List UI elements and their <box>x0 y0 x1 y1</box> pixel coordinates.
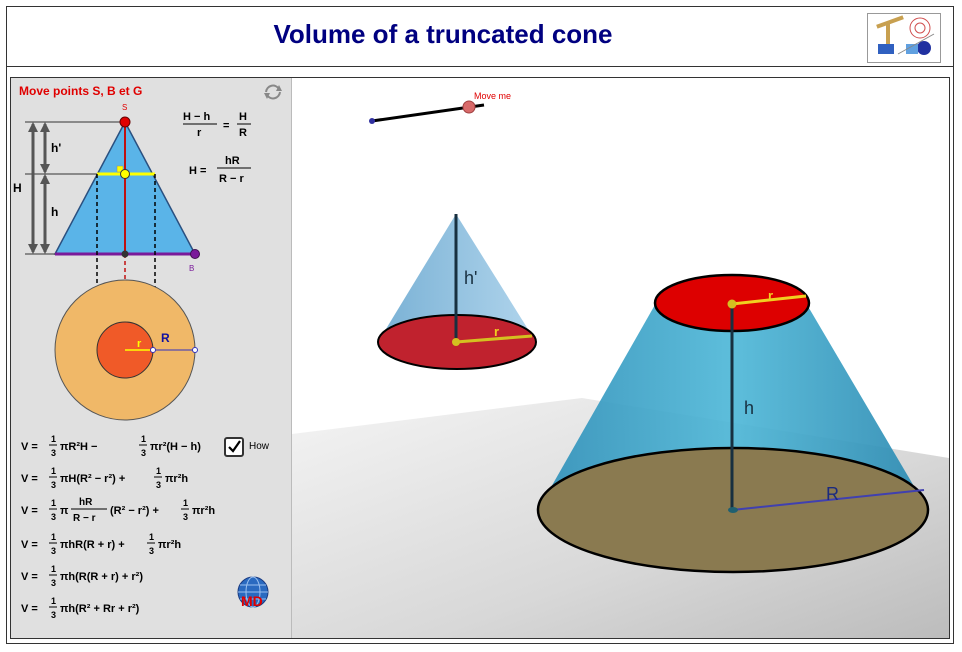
svg-text:hR: hR <box>79 497 93 508</box>
small-cone-3d: h' r <box>377 214 537 370</box>
svg-text:π: π <box>60 505 69 517</box>
geogebra-applet[interactable]: Move points S, B et G <box>10 77 950 639</box>
svg-text:3: 3 <box>156 480 161 490</box>
title-bar: Volume of a truncated cone <box>7 7 953 67</box>
small-cone-radius-label: r <box>494 324 499 339</box>
slider-handle[interactable] <box>462 100 476 114</box>
how-checkbox-label: How <box>249 441 270 452</box>
svg-text:V =: V = <box>21 441 38 453</box>
formula-H: H = hR R − r <box>189 155 251 185</box>
small-cone-height-label: h' <box>464 268 477 288</box>
volume-line-6: V = 1 3 πh(R² + Rr + r²) <box>21 596 140 620</box>
svg-text:1: 1 <box>51 532 56 542</box>
label-hprime-2d: h' <box>51 141 61 155</box>
volume-line-5: V = 1 3 πh(R(R + r) + r²) <box>21 564 143 588</box>
svg-text:πr²h: πr²h <box>165 473 188 485</box>
volume-line-1: V = 1 3 πR²H − 1 3 πr²(H − h) <box>21 434 201 458</box>
svg-text:3: 3 <box>51 546 56 556</box>
svg-text:H − h: H − h <box>183 111 210 123</box>
svg-text:V =: V = <box>21 473 38 485</box>
point-G[interactable] <box>120 169 130 179</box>
page-title: Volume of a truncated cone <box>273 19 613 49</box>
svg-text:3: 3 <box>149 546 154 556</box>
svg-text:1: 1 <box>156 466 161 476</box>
svg-text:R − r: R − r <box>73 513 96 524</box>
svg-text:R: R <box>239 127 247 139</box>
svg-text:V =: V = <box>21 505 38 517</box>
volume-line-2: V = 1 3 πH(R² − r²) + 1 3 πr²h <box>21 466 188 490</box>
svg-text:(R² − r²) +: (R² − r²) + <box>110 505 159 517</box>
svg-text:1: 1 <box>149 532 154 542</box>
svg-text:1: 1 <box>51 498 56 508</box>
point-S[interactable] <box>119 116 131 128</box>
svg-text:V =: V = <box>21 603 38 615</box>
globe-logo-icon: MD <box>237 576 269 609</box>
frustum-height-label: h <box>744 398 754 418</box>
svg-text:3: 3 <box>183 512 188 522</box>
svg-text:hR: hR <box>225 155 240 167</box>
svg-text:πR²H −: πR²H − <box>60 441 97 453</box>
frustum-3d: h r R <box>536 273 930 574</box>
volume-formulas: V = 1 3 πR²H − 1 3 πr²(H − h) V = 1 <box>21 434 215 620</box>
svg-text:πr²h: πr²h <box>158 539 181 551</box>
instruction-text: Move points S, B et G <box>19 84 143 98</box>
page-frame: Volume of a truncated cone Move points S… <box>6 6 954 644</box>
svg-text:R − r: R − r <box>219 173 244 185</box>
svg-text:H =: H = <box>189 165 206 177</box>
graphics-2d-panel[interactable]: Move points S, B et G <box>11 78 292 638</box>
svg-text:r: r <box>197 127 202 139</box>
svg-text:1: 1 <box>183 498 188 508</box>
frustum-base-radius-label: R <box>826 484 839 504</box>
label-B: B <box>189 264 194 273</box>
refresh-icon[interactable] <box>264 84 282 100</box>
tools-logo-icon <box>867 13 941 63</box>
svg-text:1: 1 <box>51 434 56 444</box>
svg-text:1: 1 <box>51 564 56 574</box>
svg-text:H: H <box>239 111 247 123</box>
slider-label: Move me <box>474 91 511 101</box>
svg-text:πr²(H − h): πr²(H − h) <box>150 441 201 453</box>
point-B[interactable] <box>190 249 200 259</box>
volume-line-4: V = 1 3 πhR(R + r) + 1 3 πr²h <box>21 532 181 556</box>
svg-text:πh(R(R + r) + r²): πh(R(R + r) + r²) <box>60 571 143 583</box>
label-r-2d: r <box>137 338 142 350</box>
svg-text:V =: V = <box>21 539 38 551</box>
svg-text:1: 1 <box>141 434 146 444</box>
svg-text:3: 3 <box>51 448 56 458</box>
volume-line-3: V = 1 3 π hR R − r (R² − r²) + 1 3 πr²h <box>21 497 215 524</box>
svg-text:V =: V = <box>21 571 38 583</box>
svg-text:MD: MD <box>241 593 263 609</box>
label-H-2d: H <box>13 181 22 195</box>
svg-text:1: 1 <box>51 466 56 476</box>
svg-text:πhR(R + r) +: πhR(R + r) + <box>60 539 125 551</box>
svg-text:3: 3 <box>51 610 56 620</box>
svg-text:=: = <box>223 120 229 132</box>
svg-text:πr²h: πr²h <box>192 505 215 517</box>
svg-text:3: 3 <box>141 448 146 458</box>
svg-text:3: 3 <box>51 480 56 490</box>
svg-text:3: 3 <box>51 578 56 588</box>
label-R-2d: R <box>161 331 170 345</box>
how-checkbox[interactable] <box>224 437 244 457</box>
frustum-top-radius-label: r <box>768 288 773 303</box>
svg-text:1: 1 <box>51 596 56 606</box>
svg-text:πH(R² − r²) +: πH(R² − r²) + <box>60 473 125 485</box>
label-h-2d: h <box>51 205 58 219</box>
formula-ratio: H − h r = H R <box>183 111 251 139</box>
label-S: S <box>122 103 127 112</box>
graphics-3d-panel[interactable]: Move me h' r <box>292 78 949 638</box>
svg-text:3: 3 <box>51 512 56 522</box>
svg-text:πh(R² + Rr + r²): πh(R² + Rr + r²) <box>60 603 140 615</box>
